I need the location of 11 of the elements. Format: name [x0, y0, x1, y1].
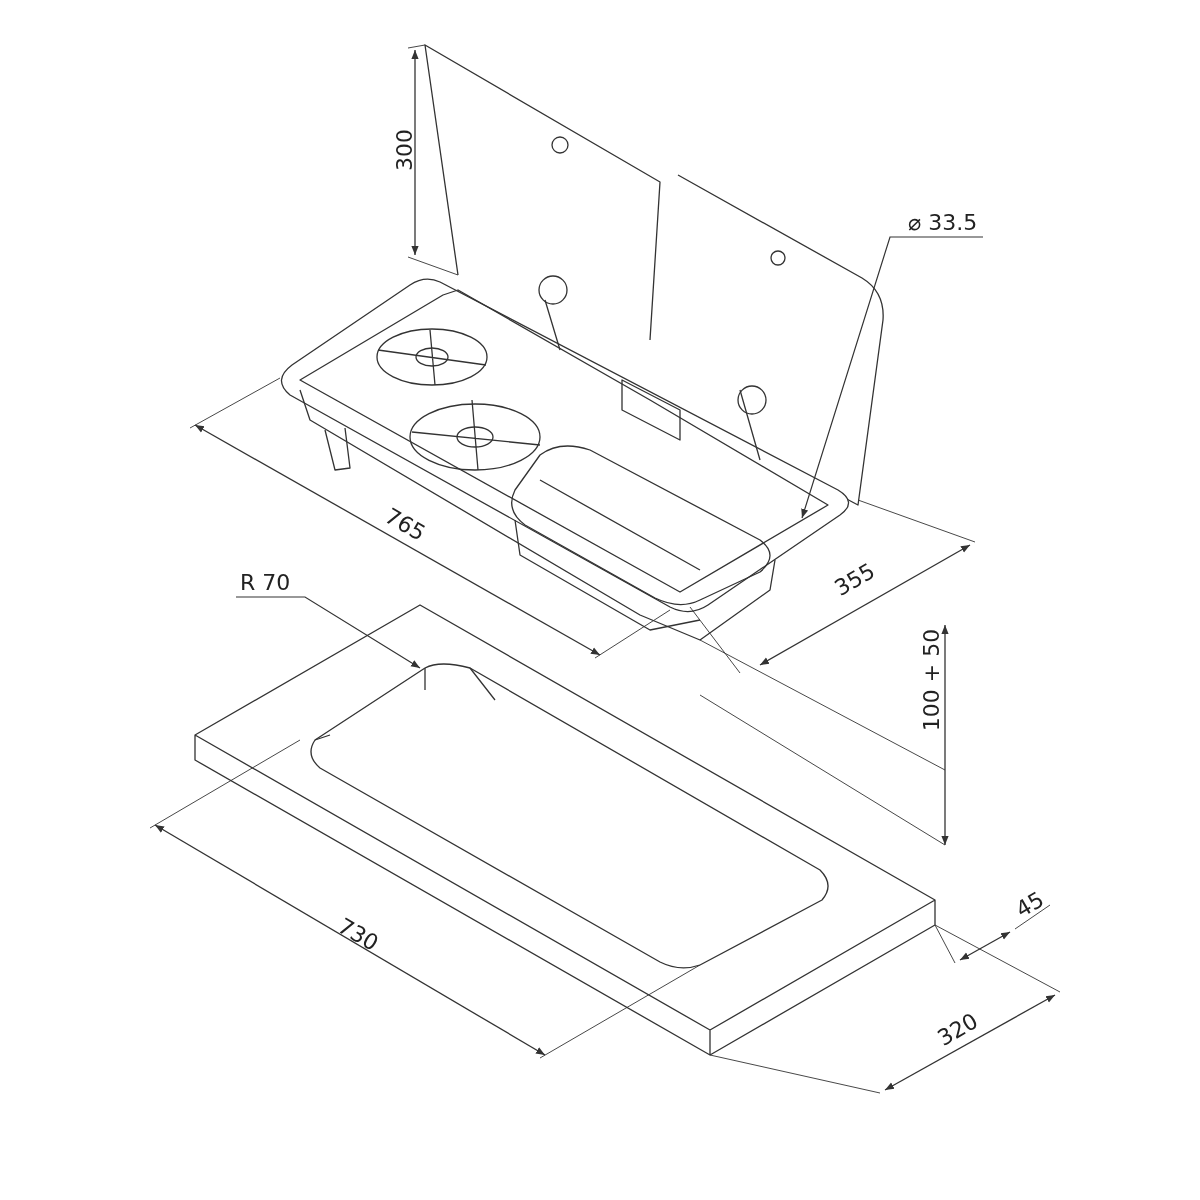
- dimension-value: 355: [831, 559, 879, 601]
- dimension-value: 300: [394, 129, 416, 171]
- dimension-value: 320: [934, 1009, 982, 1051]
- dimension-value: 45: [1012, 888, 1048, 922]
- callout-text: R 70: [240, 572, 291, 594]
- dimension-value: 100 + 50: [921, 628, 944, 732]
- callout-text: ⌀ 33.5: [908, 212, 978, 234]
- leader-line: [801, 236, 984, 519]
- leader-line: [235, 596, 421, 669]
- dimension-value: 730: [334, 914, 382, 956]
- dimension-value: 765: [381, 504, 429, 546]
